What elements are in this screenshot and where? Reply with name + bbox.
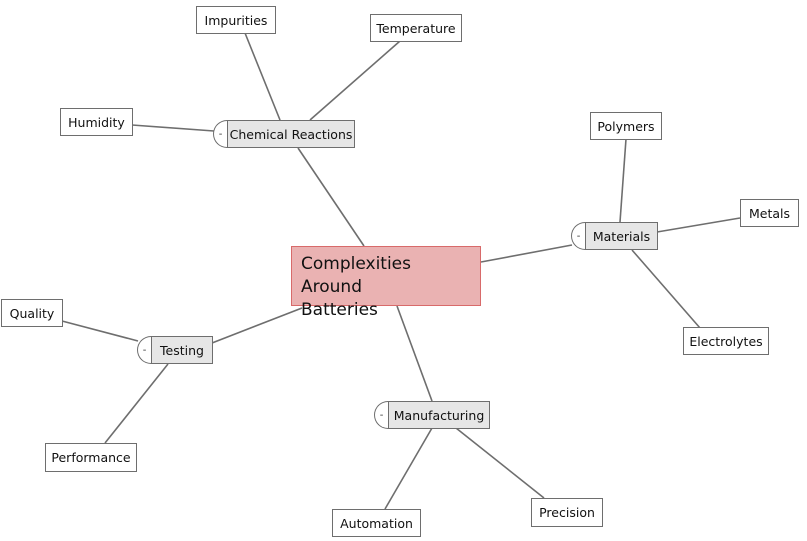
link-testing-quality xyxy=(61,320,139,342)
branch-chemical-reactions[interactable]: - Chemical Reactions xyxy=(213,120,355,148)
collapse-toggle-icon[interactable]: - xyxy=(374,401,388,429)
link-testing-performance xyxy=(104,363,169,444)
link-root-chemical xyxy=(297,147,365,247)
link-chemical-humidity xyxy=(131,124,215,132)
branch-testing[interactable]: - Testing xyxy=(137,336,213,364)
leaf-humidity[interactable]: Humidity xyxy=(60,108,133,136)
link-chemical-temperature xyxy=(309,40,401,121)
collapse-toggle-icon[interactable]: - xyxy=(571,222,585,250)
branch-label[interactable]: Chemical Reactions xyxy=(227,120,355,148)
leaf-automation[interactable]: Automation xyxy=(332,509,421,537)
leaf-electrolytes[interactable]: Electrolytes xyxy=(683,327,769,355)
branch-manufacturing[interactable]: - Manufacturing xyxy=(374,401,490,429)
link-root-materials xyxy=(480,244,573,263)
collapse-toggle-icon[interactable]: - xyxy=(213,120,227,148)
root-node[interactable]: Complexities Around Batteries xyxy=(291,246,481,320)
branch-materials[interactable]: - Materials xyxy=(571,222,658,250)
link-materials-electrolytes xyxy=(631,249,701,329)
leaf-quality[interactable]: Quality xyxy=(1,299,63,327)
link-materials-polymers xyxy=(619,138,627,223)
leaf-metals[interactable]: Metals xyxy=(740,199,799,227)
link-manufacturing-automation xyxy=(384,427,433,510)
leaf-precision[interactable]: Precision xyxy=(531,498,603,527)
collapse-toggle-icon[interactable]: - xyxy=(137,336,151,364)
link-materials-metals xyxy=(656,217,741,233)
leaf-temperature[interactable]: Temperature xyxy=(370,14,462,42)
branch-label[interactable]: Testing xyxy=(151,336,213,364)
leaf-performance[interactable]: Performance xyxy=(45,443,137,472)
root-label-line1: Complexities Around xyxy=(301,254,411,297)
link-root-manufacturing xyxy=(396,305,433,402)
link-manufacturing-precision xyxy=(455,427,545,499)
branch-label[interactable]: Materials xyxy=(585,222,658,250)
link-chemical-impurities xyxy=(244,32,281,121)
root-label-line2: Batteries xyxy=(301,300,378,320)
leaf-polymers[interactable]: Polymers xyxy=(590,112,662,140)
leaf-impurities[interactable]: Impurities xyxy=(196,6,276,34)
link-root-testing xyxy=(211,307,303,344)
branch-label[interactable]: Manufacturing xyxy=(388,401,490,429)
